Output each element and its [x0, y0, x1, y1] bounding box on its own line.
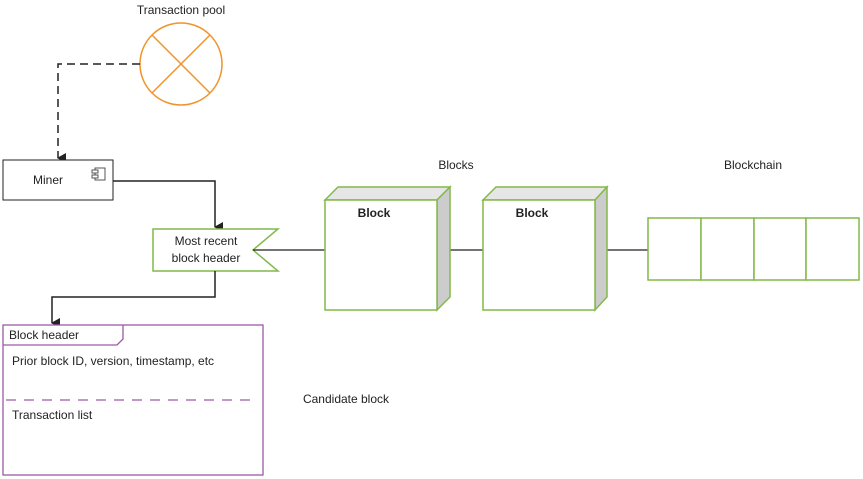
miner-label: Miner — [33, 173, 63, 187]
recent-header-line2: block header — [172, 251, 241, 265]
transaction-pool-icon[interactable] — [139, 22, 223, 106]
transaction-pool-label: Transaction pool — [137, 3, 225, 17]
blockchain-cell — [700, 217, 755, 281]
blocks-label: Blocks — [438, 158, 473, 172]
transaction-list-text: Transaction list — [12, 408, 93, 422]
header-fields-text: Prior block ID, version, timestamp, etc — [12, 354, 214, 368]
blockchain[interactable] — [647, 217, 860, 281]
block-cube-2[interactable]: Block — [481, 185, 609, 312]
block-header-tab: Block header — [9, 328, 79, 342]
miner-to-header-connector — [113, 180, 223, 232]
blockchain-cell — [805, 217, 860, 281]
candidate-block-frame[interactable]: Block header Prior block ID, version, ti… — [2, 324, 264, 476]
blockchain-cell — [753, 217, 807, 281]
candidate-block-label: Candidate block — [303, 392, 390, 406]
block-2-label: Block — [516, 206, 549, 220]
recent-header-line1: Most recent — [175, 234, 238, 248]
blockchain-cell — [647, 217, 702, 281]
component-icon — [91, 167, 106, 181]
miner-box[interactable]: Miner — [2, 159, 114, 201]
most-recent-block-header[interactable]: Most recent block header — [152, 228, 281, 272]
blockchain-label: Blockchain — [724, 158, 782, 172]
block-cube-1[interactable]: Block — [323, 185, 452, 312]
pool-to-miner-connector — [57, 63, 140, 163]
block-1-label: Block — [358, 206, 391, 220]
header-to-candidate-connector — [51, 271, 216, 328]
